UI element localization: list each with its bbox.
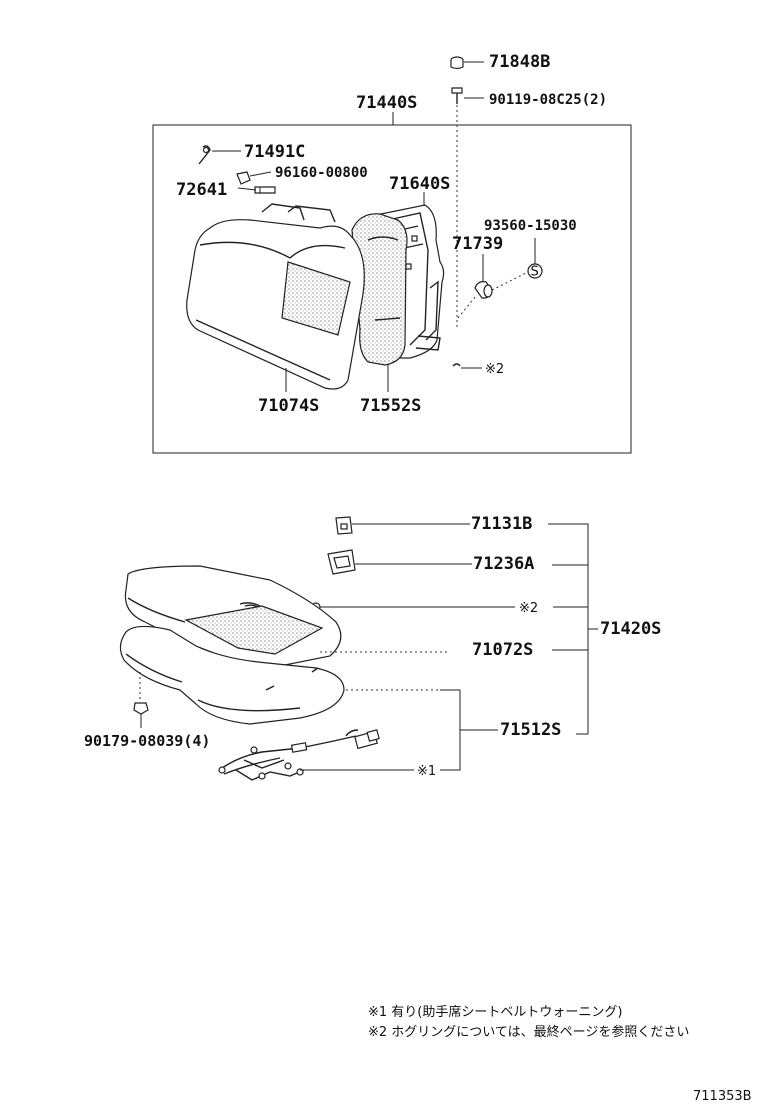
label-96160: 96160-00800 [275, 165, 368, 181]
centerline-71739 [491, 271, 529, 291]
label-71491C: 71491C [244, 142, 305, 162]
nut-96160-icon [236, 171, 251, 185]
cap-71848B-icon [450, 56, 464, 70]
label-71848B: 71848B [489, 52, 550, 72]
nut-90179-icon [133, 702, 149, 715]
leader-96160 [249, 171, 272, 177]
label-71512S: 71512S [500, 720, 561, 740]
seat-back-cover-71074S [186, 219, 365, 390]
seat-cushion-pad-71512S [119, 625, 345, 725]
stay-left [261, 203, 305, 221]
seat-cushion-assembly [119, 516, 598, 781]
hook-71236A-icon [327, 549, 356, 575]
bracket-71512S [440, 689, 461, 771]
label-71420S: 71420S [600, 619, 661, 639]
label-71074S: 71074S [258, 396, 319, 416]
clip-71491C-icon [198, 145, 211, 165]
seat-belt-warning-harness [218, 729, 380, 781]
seat-back-pad-71552S [351, 213, 408, 366]
label-90179: 90179-08039(4) [84, 732, 210, 750]
footnote-2: ※2 ホグリングについては、最終ページを参照ください [368, 1024, 689, 1040]
hog-ring-icon [452, 363, 461, 367]
label-71640S: 71640S [389, 174, 450, 194]
stay-right [287, 205, 336, 223]
seat-cushion-cover-71072S [124, 565, 342, 669]
assembly-bracket-71420S [548, 523, 589, 735]
label-71739: 71739 [452, 234, 503, 254]
screw-93560-icon: S [527, 263, 543, 280]
label-ref2-top: ※2 [485, 362, 504, 377]
bolt-symbol-label: S [531, 265, 539, 280]
assembly-frame-71440S [152, 124, 632, 454]
label-71236A: 71236A [473, 554, 534, 574]
label-71440S: 71440S [356, 93, 417, 113]
label-90119: 90119-08C25(2) [489, 92, 607, 108]
bolt-90119-icon [451, 87, 463, 104]
clip-71131B-icon [335, 516, 353, 535]
bolt-72641-icon [254, 186, 276, 194]
label-ref1: ※1 [417, 764, 436, 779]
label-93560: 93560-15030 [484, 218, 577, 234]
label-ref2-bottom: ※2 [519, 601, 538, 616]
diagram-id: 711353B [693, 1089, 752, 1104]
label-71072S: 71072S [472, 640, 533, 660]
centerline-bolt-lower [457, 295, 477, 319]
footnote-1: ※1 有り(助手席シートベルトウォーニング) [368, 1004, 622, 1020]
label-71131B: 71131B [471, 514, 532, 534]
label-72641: 72641 [176, 180, 227, 200]
rubber-71739-icon [474, 281, 493, 299]
label-71552S: 71552S [360, 396, 421, 416]
seat-back-assembly: S [152, 56, 632, 454]
leader-72641 [237, 187, 257, 191]
